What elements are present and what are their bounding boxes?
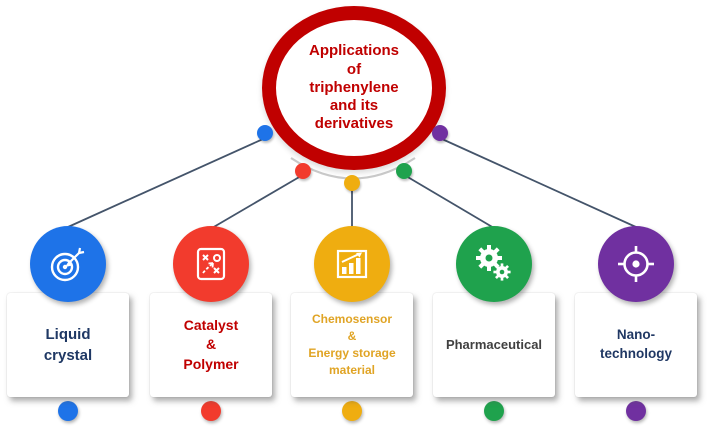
catalyst-polymer-card: Catalyst & Polymer	[150, 293, 272, 397]
liquid-crystal-card: Liquid crystal	[7, 293, 129, 397]
hub-dot-pharmaceutical	[396, 163, 412, 179]
chemosensor-card: Chemosensor & Energy storage material	[291, 293, 413, 397]
hub-dot-nano-technology	[432, 125, 448, 141]
pharmaceutical-bottom-dot	[484, 401, 504, 421]
connector-line-liquid-crystal	[67, 138, 264, 228]
node-pharmaceutical: Pharmaceutical	[432, 226, 556, 421]
liquid-crystal-circle	[30, 226, 106, 302]
nano-technology-card: Nano- technology	[575, 293, 697, 397]
growth-chart-icon	[336, 249, 368, 279]
nano-technology-circle	[598, 226, 674, 302]
chemosensor-bottom-dot	[342, 401, 362, 421]
node-liquid-crystal: Liquid crystal	[6, 226, 130, 421]
nano-technology-label: Nano- technology	[599, 327, 672, 361]
dartboard-icon	[50, 247, 85, 282]
pharmaceutical-card: Pharmaceutical	[433, 293, 555, 397]
chemosensor-circle	[314, 226, 390, 302]
catalyst-polymer-bottom-dot	[201, 401, 221, 421]
connector-line-pharmaceutical	[405, 175, 495, 229]
node-catalyst-polymer: Catalyst & Polymer	[149, 226, 273, 421]
node-nano-technology: Nano- technology	[574, 226, 698, 421]
catalyst-polymer-circle	[173, 226, 249, 302]
crosshair-target-icon	[618, 246, 654, 282]
connector-line-catalyst-polymer	[211, 175, 302, 229]
hub-dot-liquid-crystal	[257, 125, 273, 141]
node-chemosensor-energy-storage: Chemosensor & Energy storage material	[290, 226, 414, 421]
hub-circle: Applications of triphenylene and its der…	[262, 6, 446, 170]
catalyst-polymer-label: Catalyst & Polymer	[183, 316, 239, 372]
pharmaceutical-circle	[456, 226, 532, 302]
pharmaceutical-label: Pharmaceutical	[445, 336, 543, 352]
gears-icon	[476, 245, 511, 281]
liquid-crystal-bottom-dot	[58, 401, 78, 421]
hub-dot-chemosensor	[344, 175, 360, 191]
nano-technology-bottom-dot	[626, 401, 646, 421]
hub-dot-catalyst-polymer	[295, 163, 311, 179]
diagram-title: Applications of triphenylene and its der…	[308, 42, 399, 133]
chemosensor-label: Chemosensor & Energy storage material	[308, 312, 396, 377]
tactics-board-icon	[196, 247, 226, 281]
connector-line-nano-technology	[441, 138, 637, 228]
liquid-crystal-label: Liquid crystal	[43, 326, 93, 364]
